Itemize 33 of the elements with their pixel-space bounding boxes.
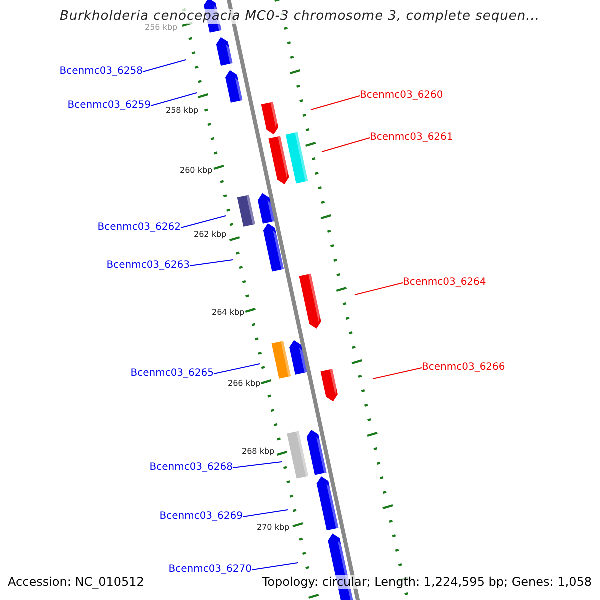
leader-line [214,364,260,374]
leader-line [180,216,226,228]
scale-label: 256 kbp [145,23,178,33]
gene-label: Bcenmc03_6266 [422,362,506,374]
gene-label: Bcenmc03_6261 [370,132,454,144]
scale-label: 268 kbp [242,447,275,457]
leader-line [354,282,404,296]
leader-line [142,60,186,72]
gene-label: Bcenmc03_6258 [60,66,143,78]
leader-line [252,562,298,570]
gene-label: Bcenmc03_6263 [106,260,190,272]
gene-label: Bcenmc03_6265 [130,368,214,380]
scale-label: 264 kbp [212,308,245,318]
leader-line [190,260,234,266]
accession-text: Accession: NC_010512 [8,575,144,589]
gene-label: Bcenmc03_6264 [403,277,486,289]
gene-label: Bcenmc03_6269 [160,511,243,523]
scale-label: 266 kbp [228,379,261,389]
gene-label: Bcenmc03_6260 [360,90,444,102]
leader-line [150,92,198,106]
leader-line [232,462,282,468]
gene-label: Bcenmc03_6270 [168,564,252,576]
scale-label: 260 kbp [180,166,213,176]
gene-label: Bcenmc03_6259 [68,100,151,112]
scale-label: 262 kbp [194,230,227,240]
gene-label: Bcenmc03_6262 [98,222,181,234]
leader-line [242,510,288,518]
leader-line [372,368,422,380]
gene-label: Bcenmc03_6268 [150,462,233,474]
scale-label: 270 kbp [257,523,290,533]
leader-line [322,138,370,152]
leader-line [310,96,360,110]
scale-label: 258 kbp [166,106,199,116]
